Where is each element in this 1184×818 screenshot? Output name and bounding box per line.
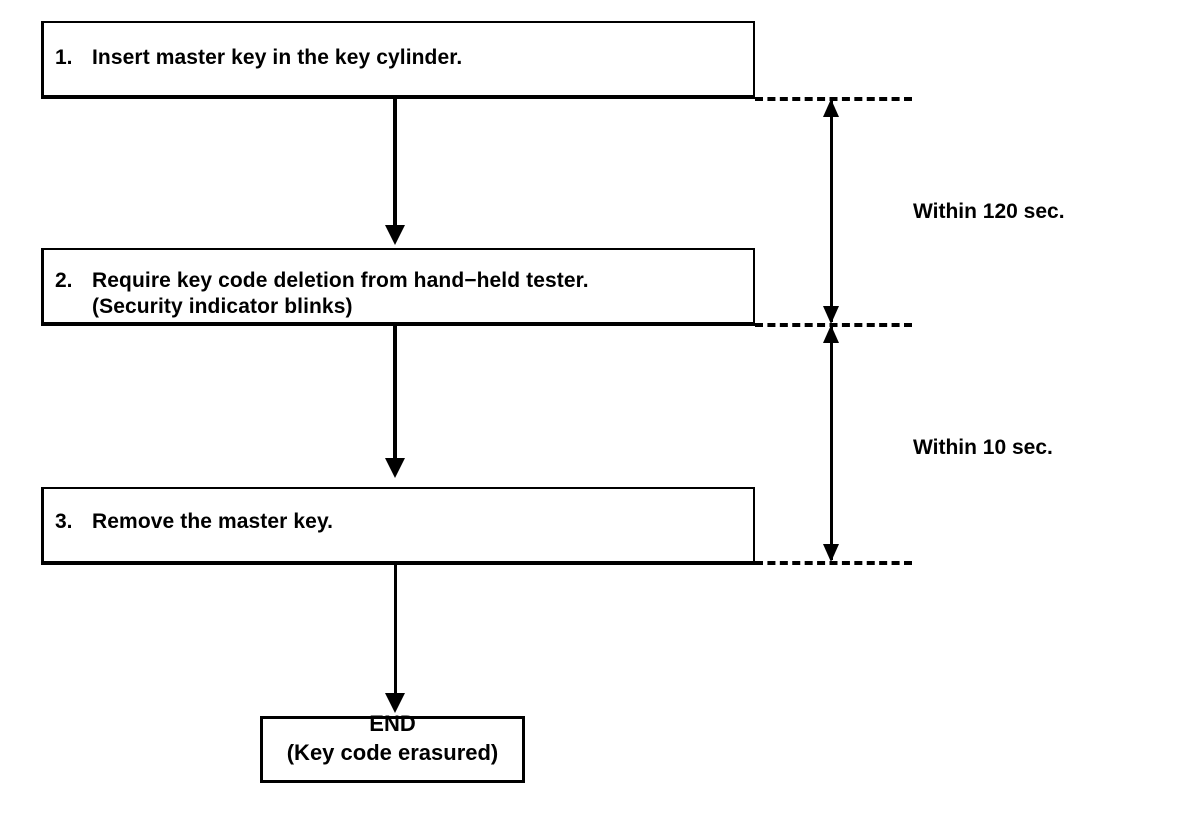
- connector-1-to-2-line: [393, 99, 397, 229]
- step-2-text: Require key code deletion from hand−held…: [92, 269, 589, 292]
- leader-line-bottom: [755, 561, 912, 565]
- dimension-arrow-120sec-bottom: [823, 306, 839, 324]
- connector-2-to-3-line: [393, 326, 397, 462]
- timing-label-120sec: Within 120 sec.: [913, 200, 1065, 223]
- dimension-arrow-10sec-bottom: [823, 544, 839, 562]
- connector-3-to-end-arrowhead: [385, 693, 405, 713]
- step-3-number: 3.: [55, 510, 73, 533]
- step-box-1: [41, 21, 755, 99]
- connector-3-to-end-line: [394, 565, 397, 697]
- end-label-secondary: (Key code erasured): [286, 740, 499, 765]
- dimension-arrow-10sec-top: [823, 325, 839, 343]
- step-1-number: 1.: [55, 46, 73, 69]
- step-3-text: Remove the master key.: [92, 510, 334, 533]
- timing-label-10sec: Within 10 sec.: [913, 436, 1053, 459]
- step-2-subtext: (Security indicator blinks): [92, 295, 353, 318]
- end-label-primary: END: [369, 711, 416, 736]
- connector-2-to-3-arrowhead: [385, 458, 405, 478]
- step-2-number: 2.: [55, 269, 73, 292]
- connector-1-to-2-arrowhead: [385, 225, 405, 245]
- dimension-arrow-120sec-top: [823, 99, 839, 117]
- dimension-line-10sec: [830, 326, 833, 560]
- step-1-text: Insert master key in the key cylinder.: [92, 46, 463, 69]
- dimension-line-120sec: [830, 100, 833, 322]
- step-box-2: [41, 248, 755, 326]
- step-box-3: [41, 487, 755, 565]
- end-terminator-box: [260, 716, 525, 783]
